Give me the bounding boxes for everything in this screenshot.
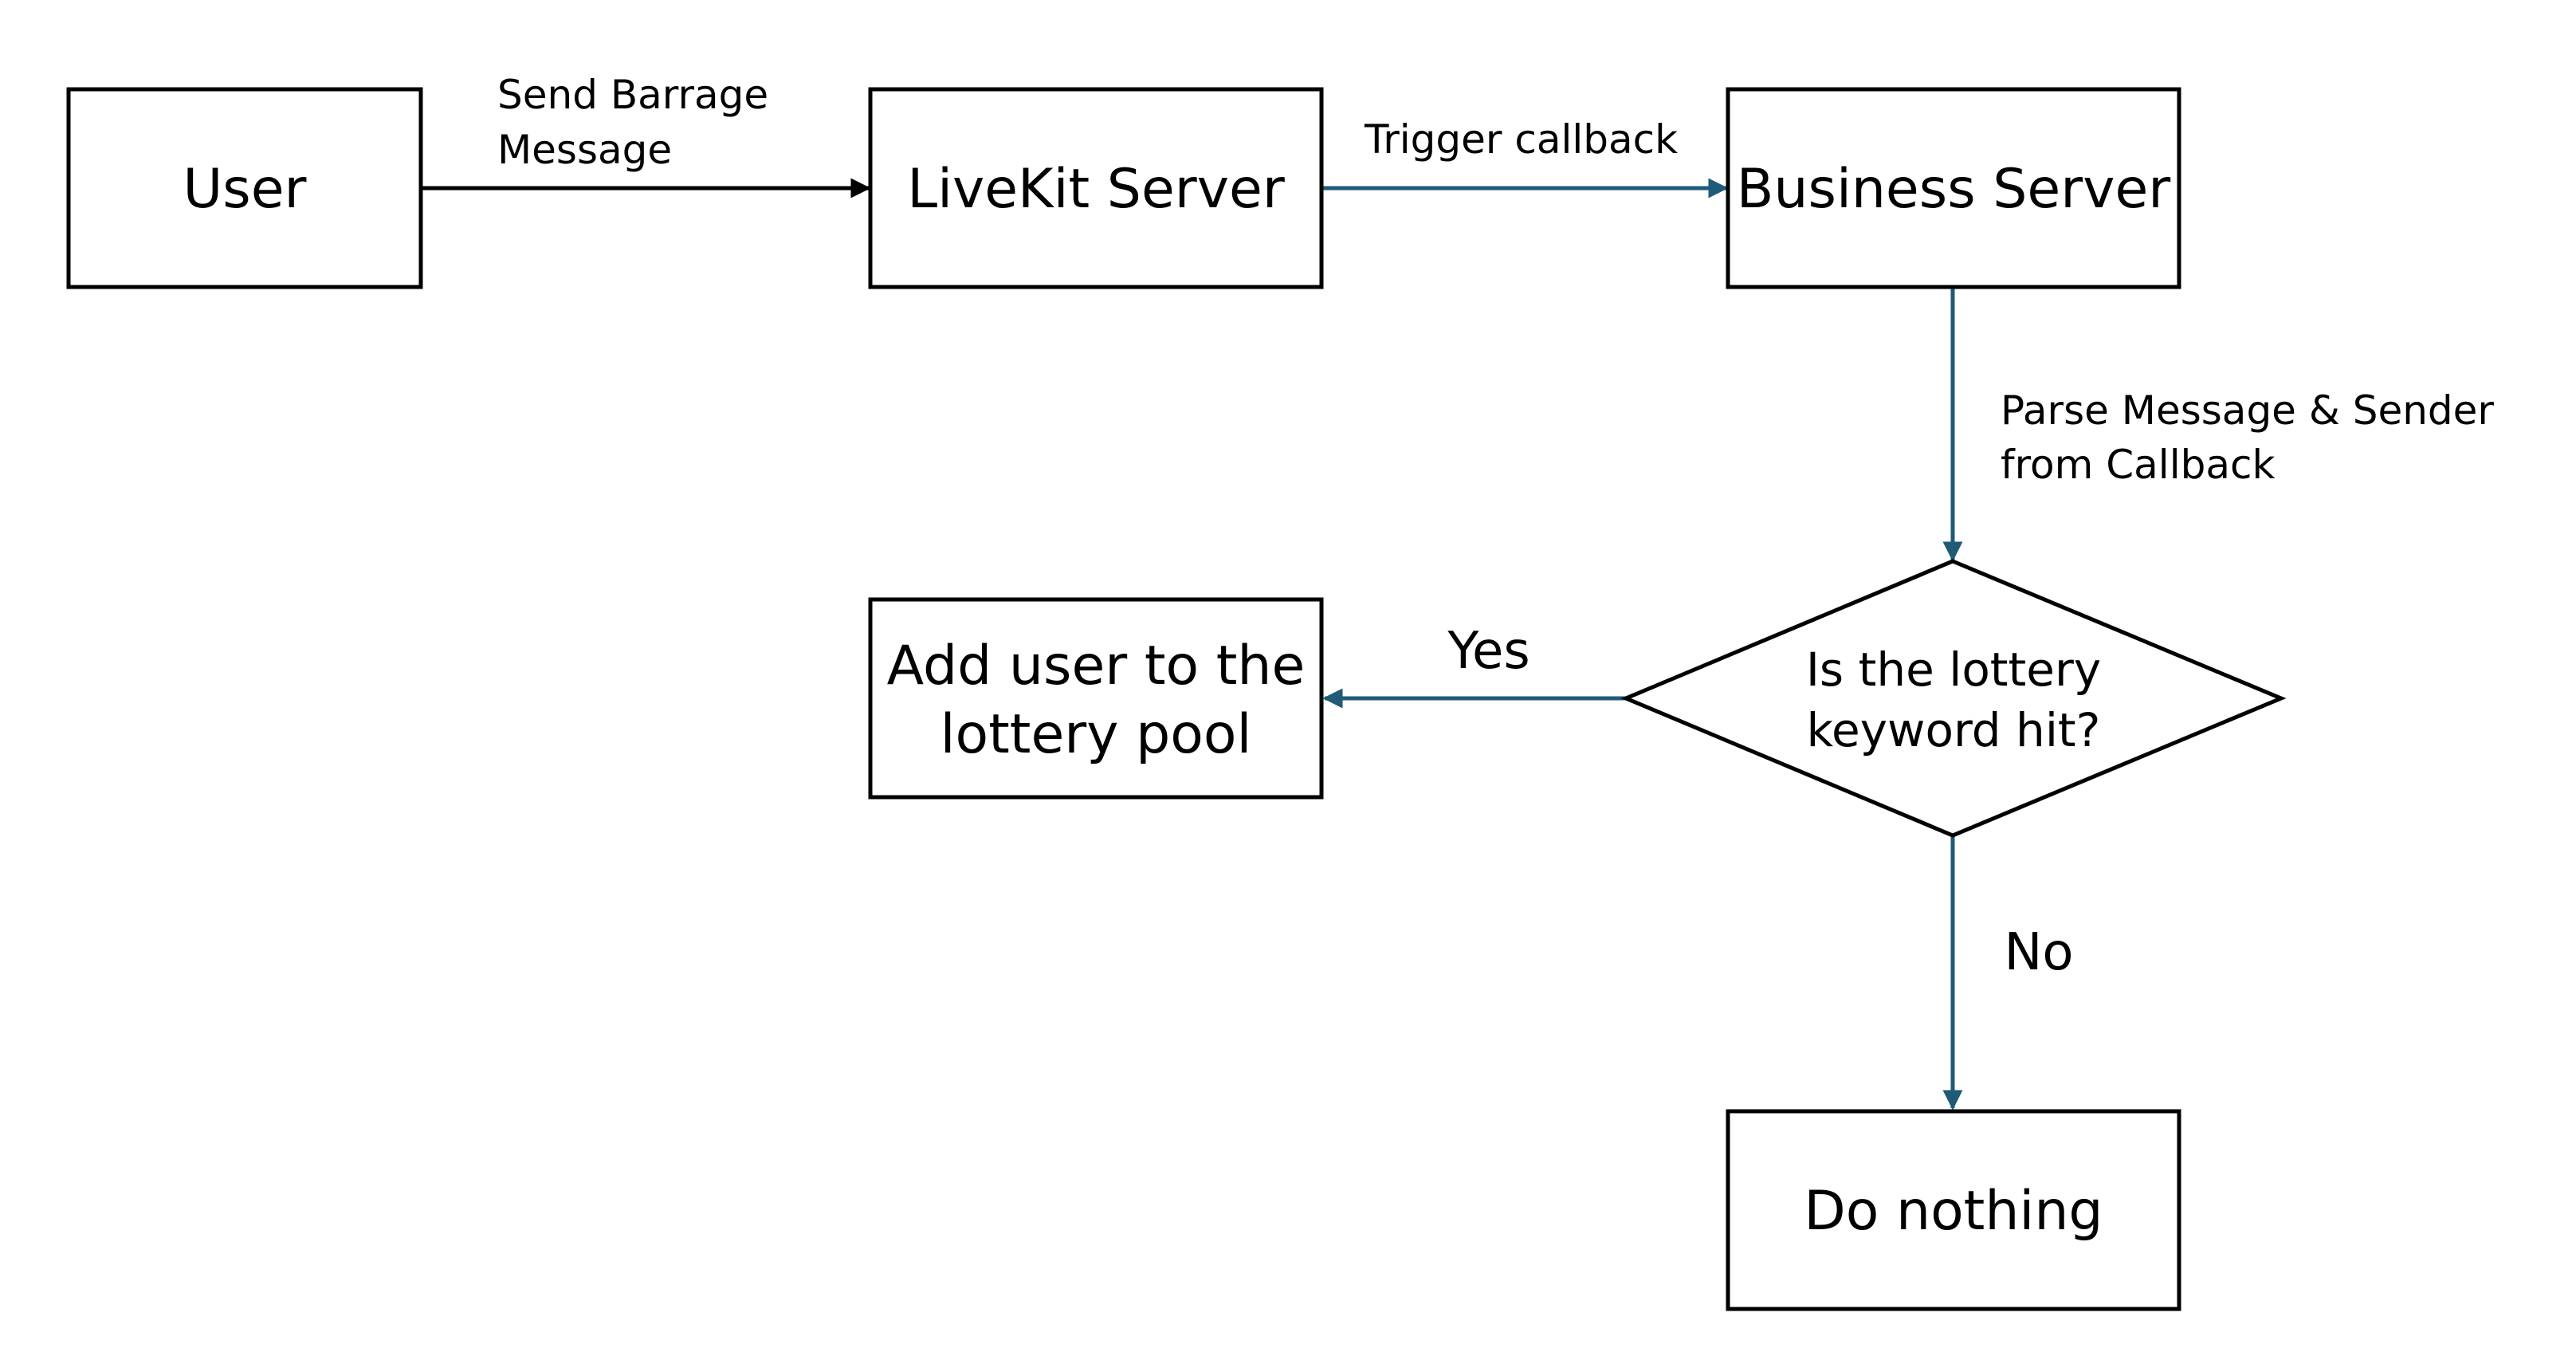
edge-label-yes: Yes	[1447, 622, 1530, 681]
edge-label-trigger-callback: Trigger callback	[1364, 116, 1678, 163]
node-decision-line2: keyword hit?	[1807, 703, 2101, 757]
edge-label-no: No	[2004, 923, 2073, 982]
node-user: User	[66, 87, 423, 289]
edge-label-send-barrage-line2: Message	[497, 127, 672, 173]
edge-label-send-barrage-line1: Send Barrage	[497, 72, 768, 118]
node-do-nothing: Do nothing	[1726, 1109, 2181, 1311]
node-decision-line1: Is the lottery	[1806, 643, 2101, 697]
edge-label-parse-message-line1: Parse Message & Sender	[2001, 387, 2494, 434]
node-add-user-line1: Add user to the	[887, 635, 1306, 698]
edge-label-parse-message-line2: from Callback	[2001, 442, 2275, 488]
node-add-user: Add user to the lottery pool	[868, 597, 1324, 800]
node-business-server: Business Server	[1726, 87, 2181, 289]
node-decision: Is the lottery keyword hit?	[1620, 559, 2287, 838]
node-add-user-line2: lottery pool	[940, 703, 1252, 766]
node-livekit-server: LiveKit Server	[868, 87, 1324, 289]
node-livekit-server-label: LiveKit Server	[907, 158, 1285, 221]
node-business-server-label: Business Server	[1737, 158, 2171, 221]
node-do-nothing-label: Do nothing	[1804, 1180, 2103, 1243]
node-user-label: User	[183, 158, 307, 221]
